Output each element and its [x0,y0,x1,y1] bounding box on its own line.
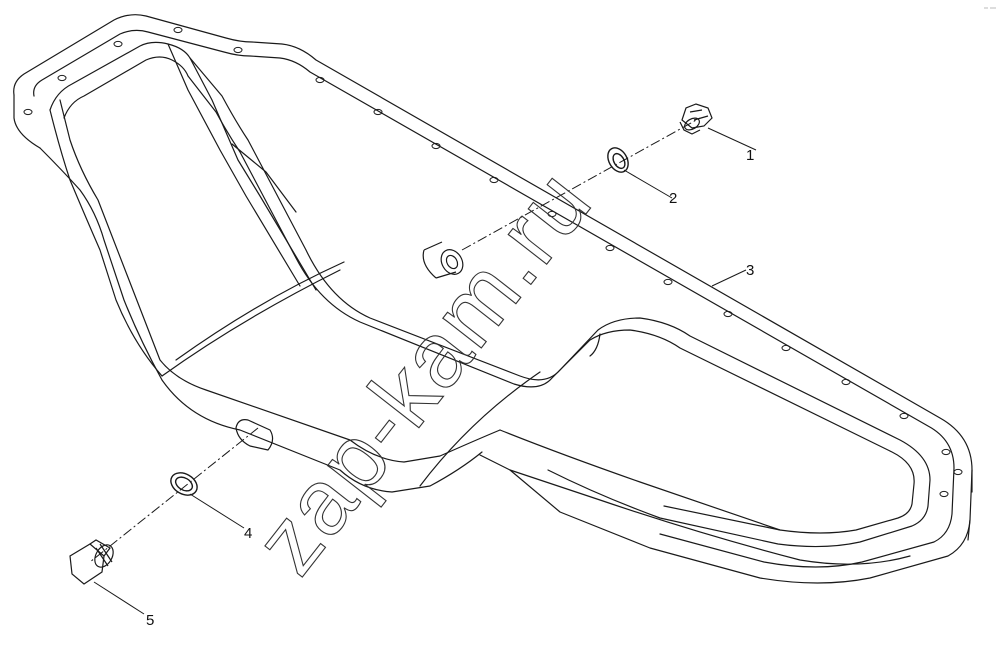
leader-5 [93,581,145,615]
oil-pan-crease-5 [175,261,345,361]
oil-pan-crease-6 [419,371,541,487]
oil-pan-basin-upper [49,41,931,548]
callout-numbers: 1 2 3 4 5 [146,147,754,629]
callout-4: 4 [244,525,252,542]
leader-3 [711,269,747,287]
oil-pan-crease-1 [189,57,317,291]
oil-pan-shallow-edge [509,469,911,565]
seal-ring-lower [170,472,198,496]
flange-bolt-holes [23,26,963,498]
callout-2: 2 [669,190,677,207]
oil-pan-flange-lower [13,94,973,541]
axis-upper [461,117,701,251]
seal-ring-upper [607,147,629,173]
leader-1 [707,127,757,151]
oil-pan-basin-inner [63,56,915,534]
callout-5: 5 [146,612,154,629]
oil-pan-drain-boss [235,419,274,451]
leader-4 [189,493,245,529]
oil-pan-sump-outer [39,147,483,493]
side-drain-boss [422,241,464,279]
oil-pan-sump-wall-left [49,109,163,377]
oil-pan-shallow-floor [499,429,781,531]
watermark: zap-kam.ru [235,151,611,592]
drain-plug-lower [69,539,114,585]
oil-pan-flange-inner [33,29,955,568]
oil-pan-crease-2 [167,43,301,287]
oil-pan-sump-floor [59,99,501,463]
callout-1: 1 [746,147,754,164]
assembly-axis-lines [89,117,701,563]
leader-2 [623,169,673,199]
oil-pan [13,14,973,584]
callout-3: 3 [746,262,754,279]
oil-pan-crease-4 [161,269,341,377]
leader-lines [93,127,757,615]
axis-lower [89,427,259,563]
oil-pan-crease-3 [231,143,297,213]
oil-pan-crease-7 [589,333,601,357]
oil-pan-flange-outer [13,14,973,584]
plug-upper [679,103,713,135]
